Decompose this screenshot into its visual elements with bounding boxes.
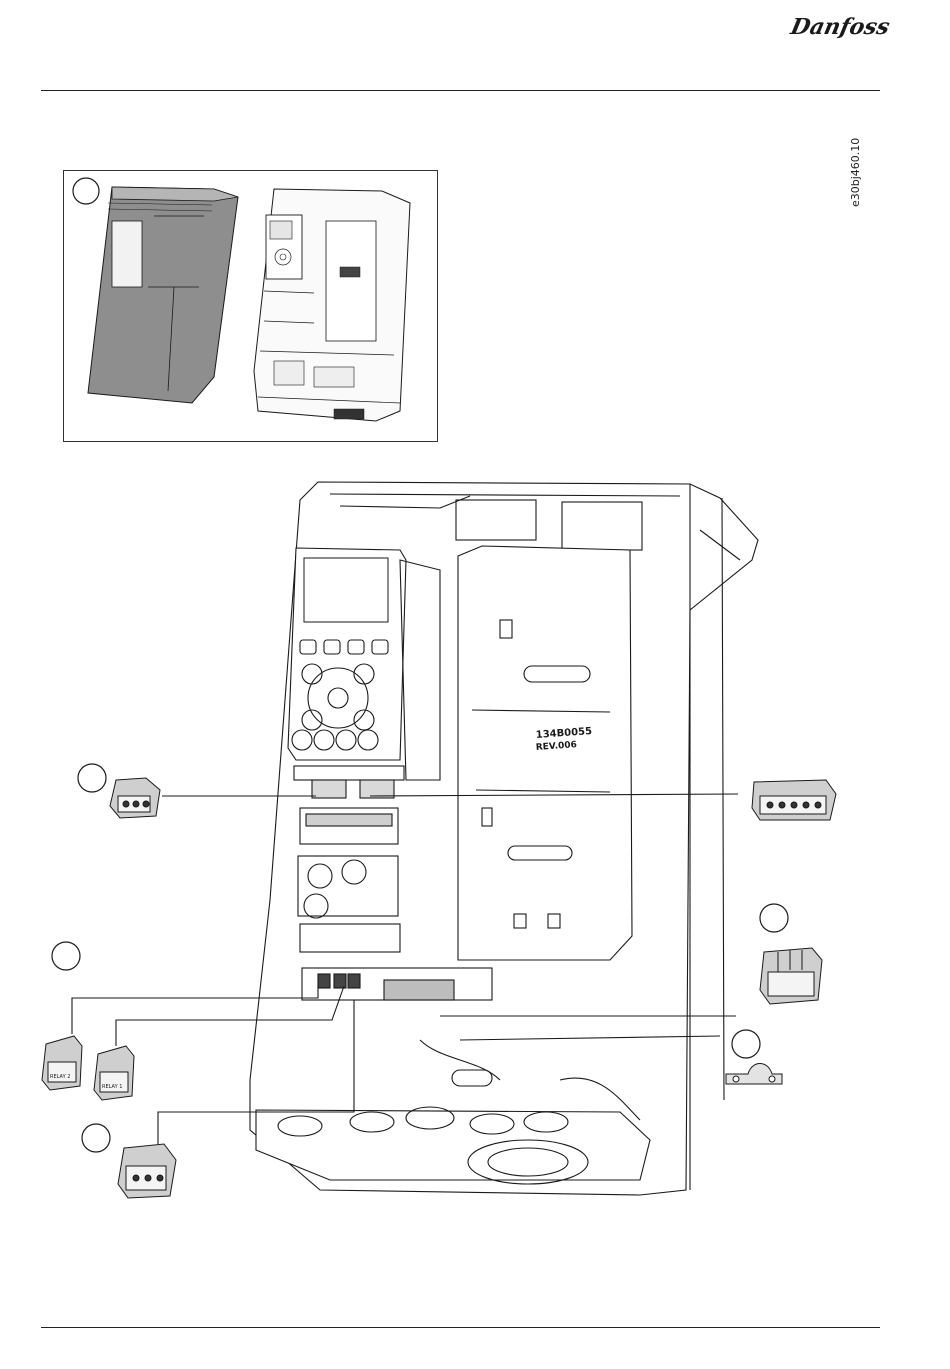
control-panel [458,546,632,960]
callout-circle-5 [760,904,788,932]
callout-circle-6 [732,1030,760,1058]
relay-label-1: RELAY 1 [102,1084,122,1090]
callout-circle-3 [52,942,80,970]
callout-circle-4 [82,1124,110,1152]
relay-label-2: RELAY 2 [50,1074,70,1080]
footer-rule [41,1327,880,1328]
callout-circle-2 [78,764,106,792]
